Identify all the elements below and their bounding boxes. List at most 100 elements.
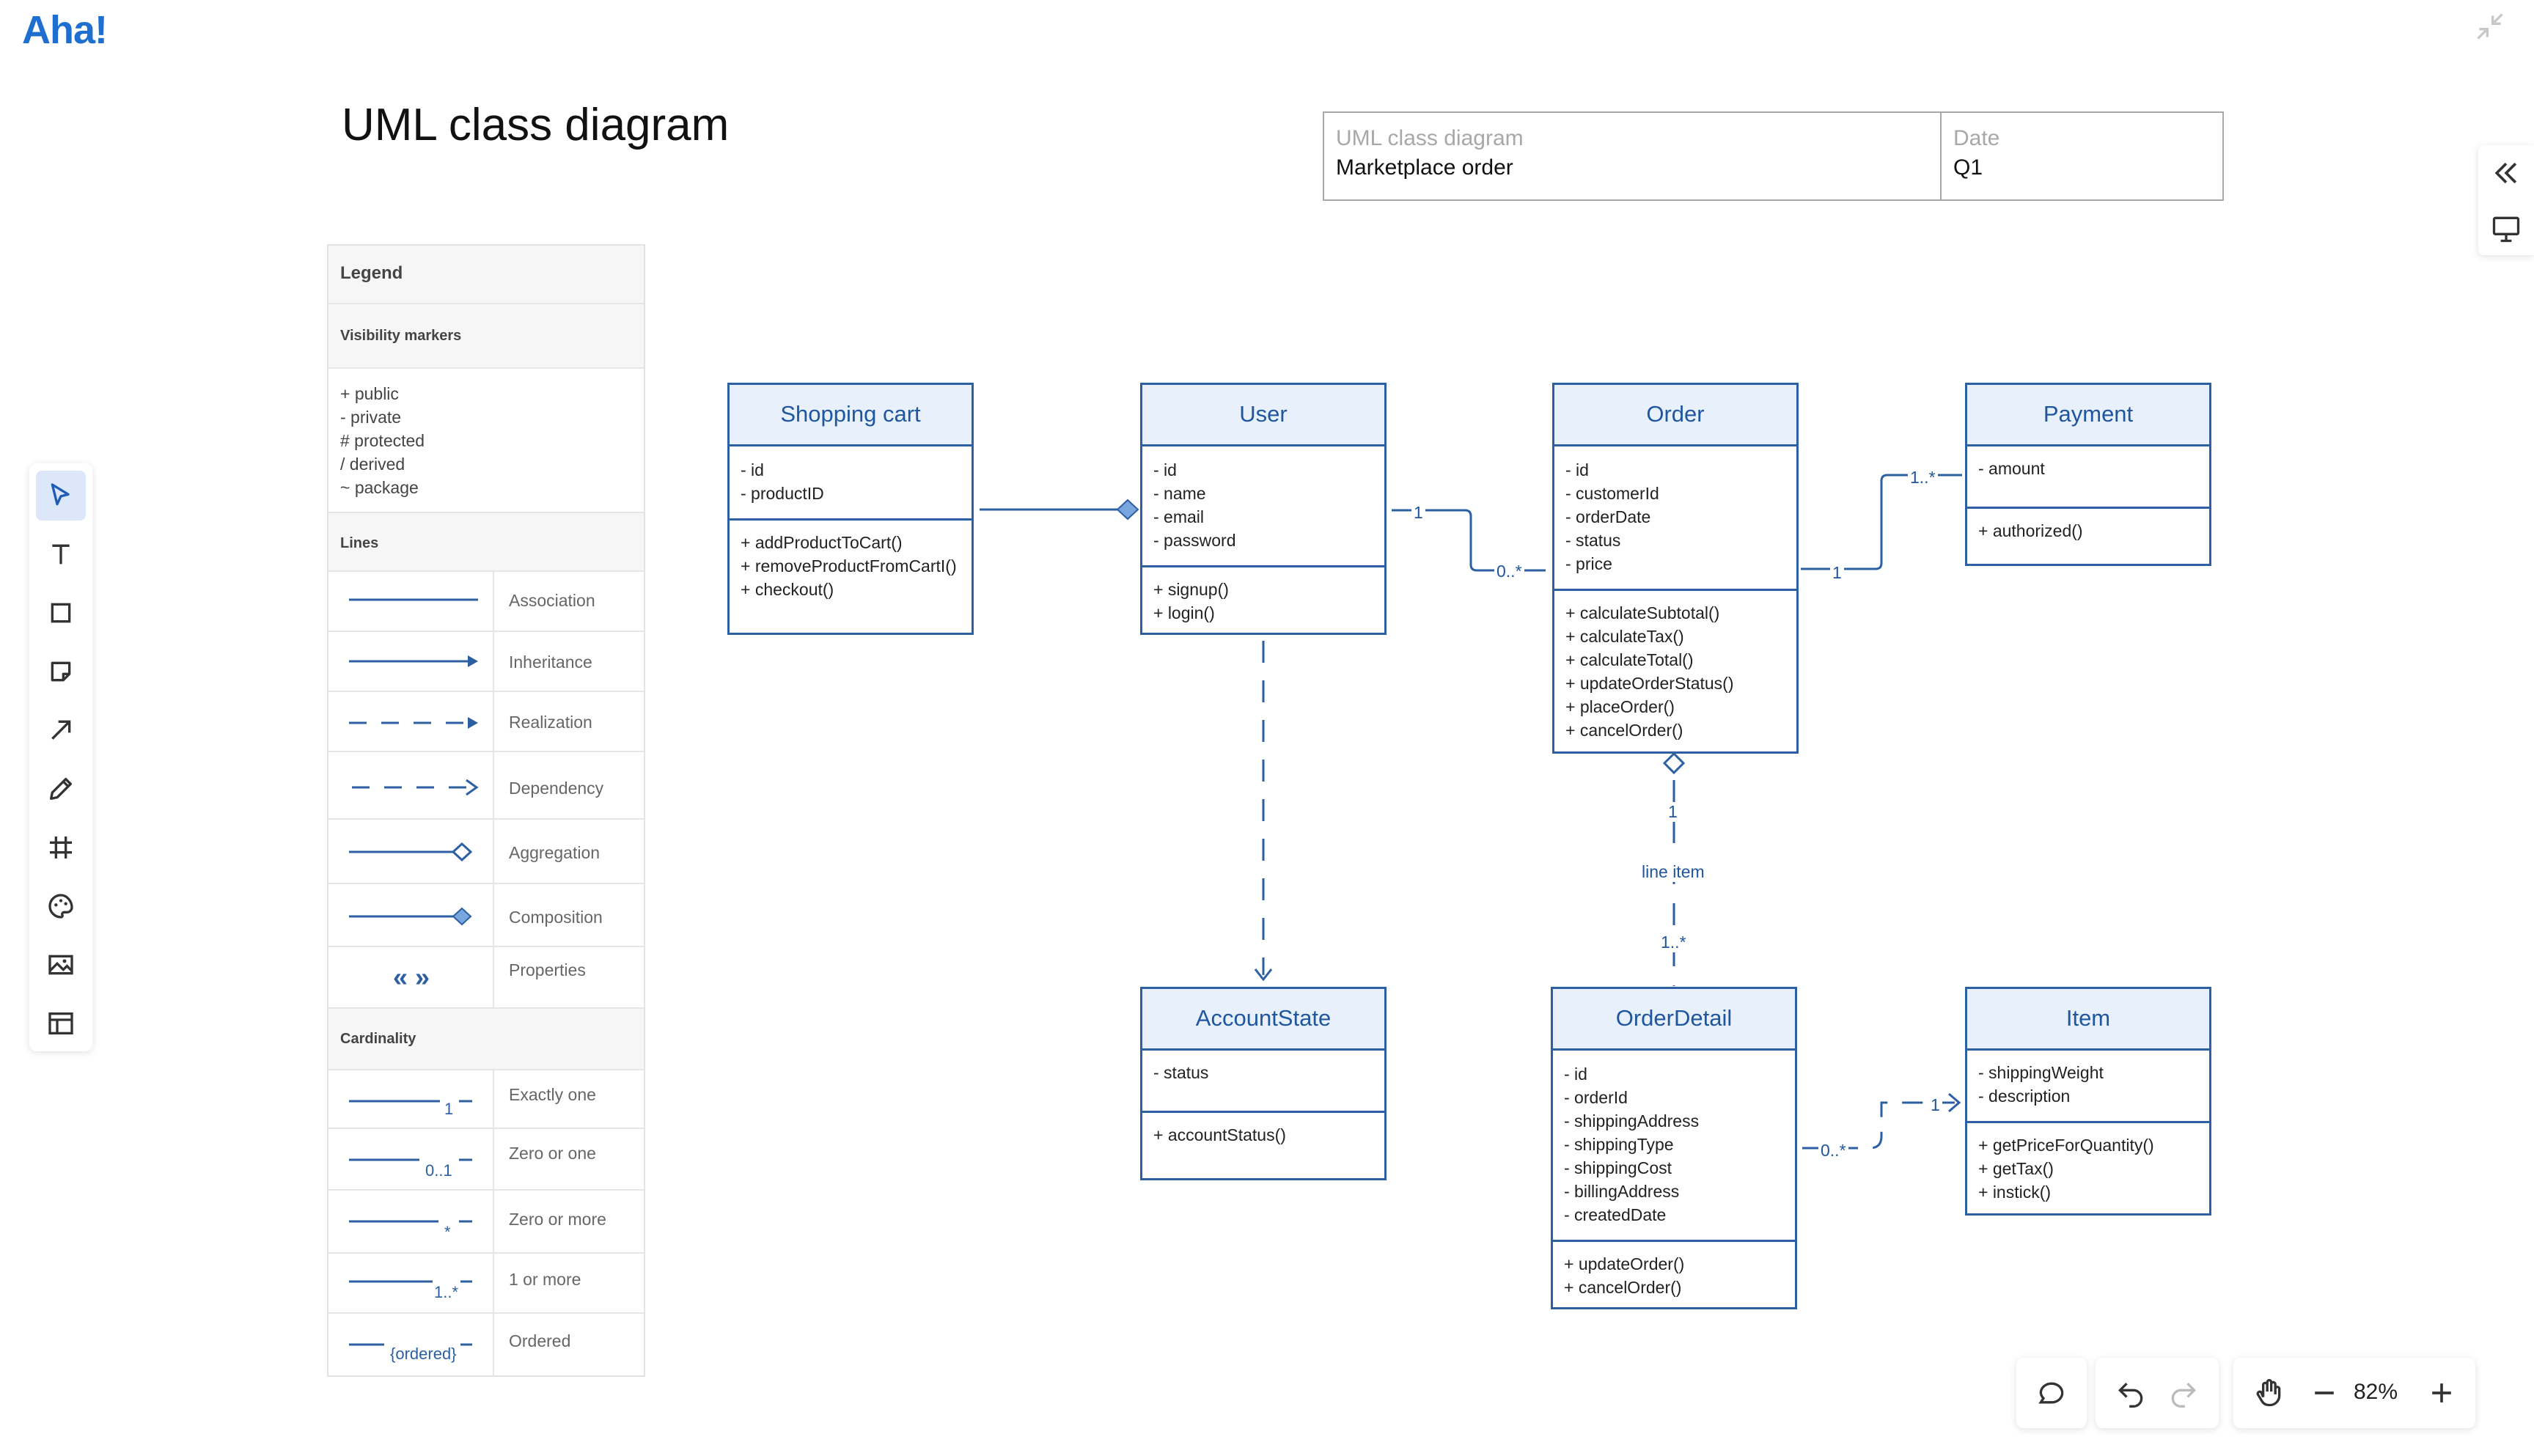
legend-row-composition: Composition <box>328 884 644 947</box>
class-attribute: - productID <box>741 484 824 503</box>
legend-cardinality-label: Exactly one <box>509 1085 596 1104</box>
title-block[interactable]: UML class diagram Marketplace order Date… <box>1323 111 2224 201</box>
square-icon <box>51 603 71 623</box>
multiplicity-label: 1 <box>1666 802 1680 822</box>
class-item[interactable]: Item - shippingWeight - description + ge… <box>1965 987 2211 1216</box>
association-name-label: line item <box>1639 862 1707 882</box>
legend-cardinality-label: 1 or more <box>509 1270 581 1289</box>
multiplicity-label: 0..* <box>1494 562 1524 581</box>
multiplicity-label: 1 <box>1411 503 1425 523</box>
title-block-date-cell[interactable]: Date Q1 <box>1940 113 2222 199</box>
legend-row-exactly-one: 1 Exactly one <box>328 1070 644 1129</box>
legend[interactable]: Legend Visibility markers + public - pri… <box>327 244 645 1377</box>
comment-icon[interactable] <box>2035 1377 2068 1409</box>
class-order-detail[interactable]: OrderDetail - id - orderId - shippingAdd… <box>1551 987 1797 1309</box>
zoom-level[interactable]: 82% <box>2354 1380 2398 1404</box>
cardinality-sample <box>349 1280 472 1283</box>
class-attributes: - shippingWeight - description <box>1967 1051 2209 1121</box>
hand-icon[interactable] <box>2252 1377 2285 1409</box>
legend-line-label: Properties <box>509 960 586 979</box>
sticker-tool[interactable] <box>36 881 86 931</box>
legend-line-label: Composition <box>509 908 603 927</box>
double-chevron-left-icon[interactable] <box>2490 157 2522 189</box>
visibility-marker: / derived <box>340 455 405 474</box>
class-shopping-cart[interactable]: Shopping cart - id - productID + addProd… <box>727 383 974 635</box>
class-attribute: - customerId <box>1565 484 1659 503</box>
class-method: + accountStatus() <box>1153 1125 1286 1144</box>
properties-symbol: « » <box>392 962 430 992</box>
class-methods: + addProductToCart() + removeProductFrom… <box>730 518 972 601</box>
class-user[interactable]: User - id - name - email - password + si… <box>1140 383 1387 635</box>
legend-row-zero-or-more: * Zero or more <box>328 1191 644 1254</box>
legend-section-title: Lines <box>340 535 379 551</box>
visibility-marker: + public <box>340 384 399 403</box>
class-method: + removeProductFromCartI() <box>741 556 957 576</box>
legend-cardinality-label: Zero or more <box>509 1210 606 1229</box>
aha-logo[interactable]: Aha! <box>22 8 108 52</box>
order-payment-connector[interactable] <box>1801 474 1962 570</box>
legend-section-title: Cardinality <box>340 1031 416 1047</box>
text-tool[interactable] <box>36 529 86 579</box>
title-block-value: Marketplace order <box>1336 155 1513 180</box>
class-payment[interactable]: Payment - amount + authorized() <box>1965 383 2211 566</box>
class-attribute: - status <box>1153 1063 1209 1082</box>
cardinality-symbol: 1 <box>444 1100 454 1118</box>
zoom-out-icon[interactable] <box>2308 1377 2340 1409</box>
page-title[interactable]: UML class diagram <box>342 100 730 150</box>
class-attribute: - email <box>1153 507 1205 526</box>
inheritance-line-sample <box>349 655 478 667</box>
undo-icon[interactable] <box>2115 1377 2147 1409</box>
class-methods: + accountStatus() <box>1142 1111 1384 1147</box>
legend-row-zero-or-one: 0..1 Zero or one <box>328 1129 644 1191</box>
class-method: + updateOrderStatus() <box>1565 674 1734 693</box>
layout-icon <box>48 1012 73 1034</box>
realization-line-sample <box>349 717 478 729</box>
select-tool[interactable] <box>36 471 86 521</box>
class-attribute: - orderId <box>1564 1088 1628 1107</box>
legend-row-dependency: Dependency <box>328 752 644 820</box>
collapse-icon[interactable] <box>2474 10 2506 43</box>
class-attributes: - amount <box>1967 446 2209 507</box>
legend-line-label: Realization <box>509 713 592 732</box>
class-attribute: - id <box>1153 460 1177 479</box>
user-order-connector[interactable] <box>1392 509 1546 572</box>
title-block-diagram-cell[interactable]: UML class diagram Marketplace order <box>1324 113 1940 199</box>
class-name: AccountState <box>1142 989 1384 1051</box>
frame-tool[interactable] <box>36 823 86 872</box>
tool-sidebar <box>29 463 92 1051</box>
class-account-state[interactable]: AccountState - status + accountStatus() <box>1140 987 1387 1180</box>
zoom-controls: 82% <box>2233 1358 2475 1428</box>
legend-row-association: Association <box>328 572 644 632</box>
dependency-arrowhead <box>1948 1092 1961 1113</box>
class-method: + addProductToCart() <box>741 533 903 552</box>
cardinality-sample <box>349 1220 472 1223</box>
class-attributes: - id - productID <box>730 446 972 518</box>
class-methods: + updateOrder() + cancelOrder() <box>1553 1240 1795 1299</box>
sticky-note-tool[interactable] <box>36 647 86 696</box>
class-name: Item <box>1967 989 2209 1051</box>
image-tool[interactable] <box>36 940 86 990</box>
shape-tool[interactable] <box>36 588 86 638</box>
legend-line-label: Aggregation <box>509 843 601 862</box>
class-method: + updateOrder() <box>1564 1254 1685 1273</box>
legend-row-realization: Realization <box>328 692 644 752</box>
legend-title: Legend <box>340 263 403 283</box>
class-order[interactable]: Order - id - customerId - orderDate - st… <box>1552 383 1799 754</box>
presentation-icon[interactable] <box>2490 213 2522 245</box>
cursor-icon <box>51 483 70 506</box>
arrow-tool[interactable] <box>36 705 86 755</box>
visibility-list: + public - private # protected / derived… <box>340 382 425 499</box>
dependency-line-sample <box>352 779 479 796</box>
visibility-marker: - private <box>340 408 402 427</box>
detail-item-connector[interactable] <box>1802 1101 1955 1150</box>
template-tool[interactable] <box>36 999 86 1048</box>
aggregation-line-sample <box>349 842 473 862</box>
class-attribute: - id <box>1564 1065 1587 1084</box>
pen-tool[interactable] <box>36 764 86 814</box>
cardinality-symbol: * <box>444 1223 451 1241</box>
redo-icon[interactable] <box>2167 1377 2200 1409</box>
zoom-in-icon[interactable] <box>2425 1377 2458 1409</box>
legend-line-label: Inheritance <box>509 652 592 672</box>
image-icon <box>48 955 73 975</box>
